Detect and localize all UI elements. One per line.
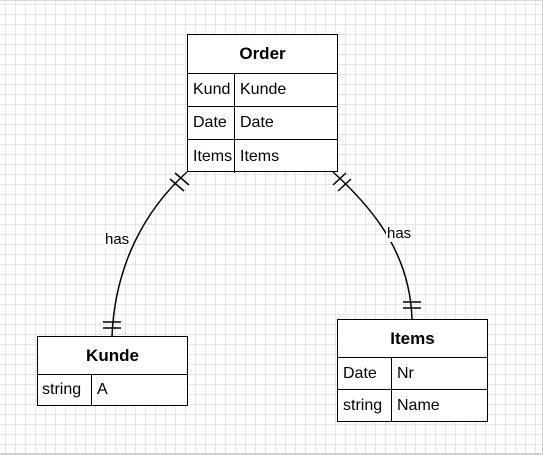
- attribute-key[interactable]: Kund: [188, 74, 235, 106]
- entity-row[interactable]: string Name: [338, 390, 487, 422]
- attribute-value[interactable]: Date: [240, 114, 274, 131]
- attribute-key[interactable]: string: [38, 375, 92, 405]
- attribute-key[interactable]: Items: [188, 140, 235, 173]
- entity-row[interactable]: string A: [38, 375, 187, 405]
- canvas-top-edge: [0, 0, 543, 1]
- relationship-edge-order-kunde[interactable]: [111, 171, 188, 337]
- attribute-value[interactable]: Nr: [397, 364, 414, 382]
- entity-order[interactable]: Order Kund Kunde Date Date Items Items: [187, 34, 338, 173]
- relationship-edge-order-items[interactable]: [332, 171, 413, 320]
- entity-row[interactable]: Items Items: [188, 140, 337, 173]
- entity-row[interactable]: Date Nr: [338, 358, 487, 390]
- relationship-label-order-items[interactable]: has: [386, 225, 413, 242]
- attribute-key[interactable]: string: [338, 390, 392, 422]
- cardinality-mark-order-items-1: [332, 172, 347, 186]
- canvas-bottom-edge: [0, 453, 543, 455]
- cardinality-mark-order-items-2: [337, 178, 352, 192]
- attribute-value[interactable]: Kunde: [240, 81, 287, 98]
- attribute-key[interactable]: Date: [188, 107, 235, 139]
- entity-title-items[interactable]: Items: [338, 320, 487, 358]
- entity-title-order[interactable]: Order: [188, 35, 337, 74]
- entity-items[interactable]: Items Date Nr string Name: [337, 319, 488, 422]
- attribute-key[interactable]: Date: [338, 358, 392, 389]
- entity-title-kunde[interactable]: Kunde: [38, 337, 187, 375]
- relationship-label-order-kunde[interactable]: has: [104, 231, 131, 248]
- attribute-value[interactable]: Name: [397, 397, 440, 414]
- entity-row[interactable]: Kund Kunde: [188, 74, 337, 107]
- attribute-value[interactable]: Items: [240, 147, 280, 165]
- cardinality-mark-order-kunde-2: [174, 172, 190, 186]
- entity-row[interactable]: Date Date: [188, 107, 337, 140]
- cardinality-mark-order-kunde-1: [169, 178, 185, 192]
- attribute-value[interactable]: A: [97, 381, 108, 398]
- entity-kunde[interactable]: Kunde string A: [37, 336, 188, 406]
